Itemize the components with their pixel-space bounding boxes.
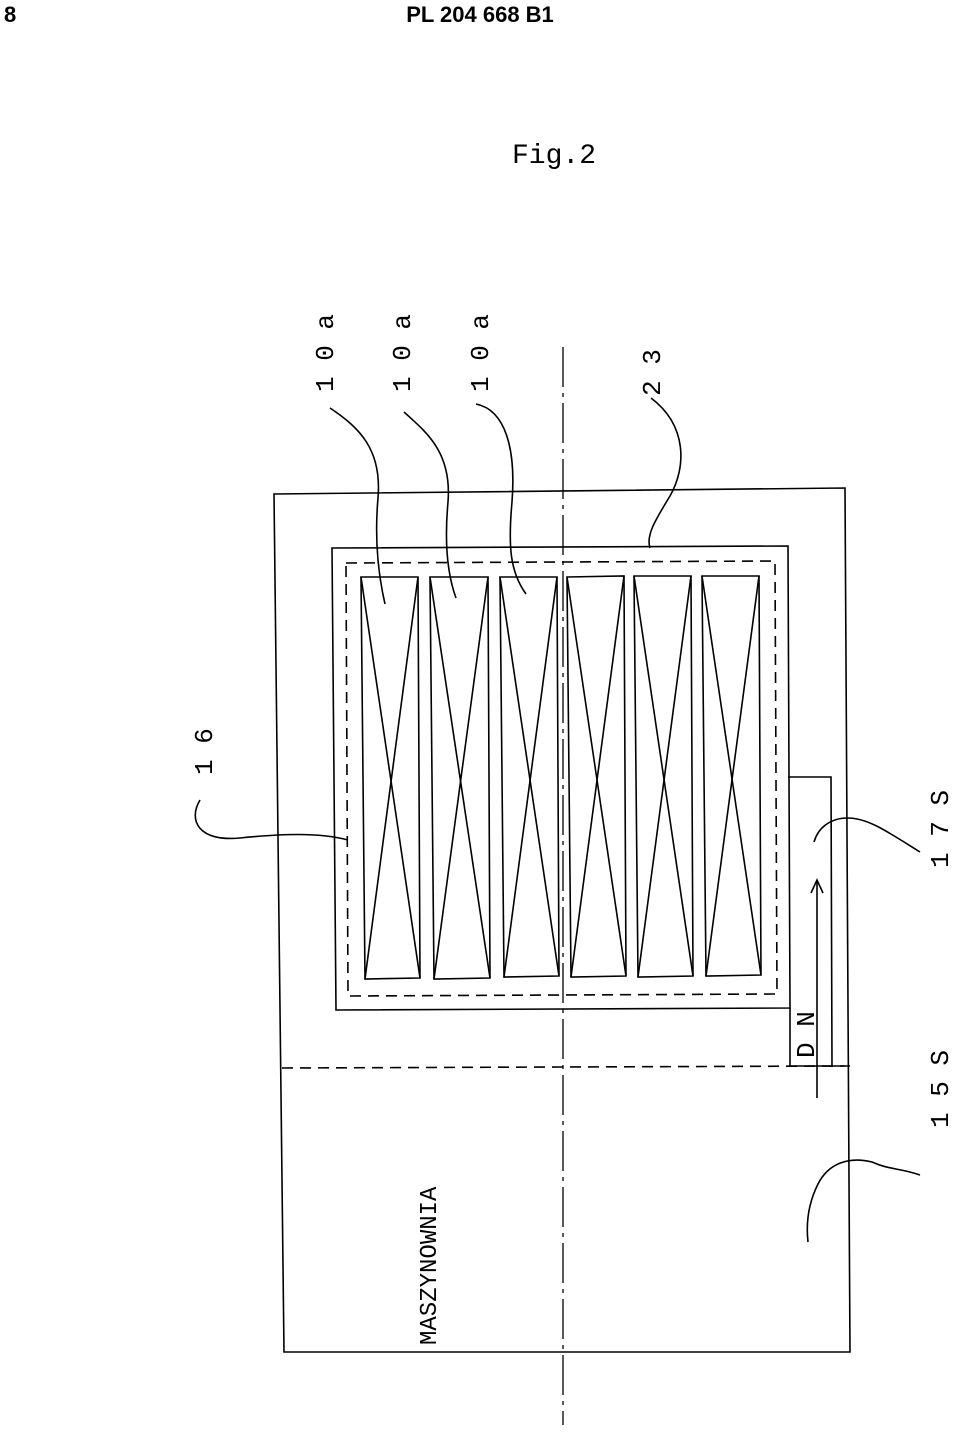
module-group (360, 575, 762, 980)
leader-module-1 (329, 407, 386, 605)
label-module-1: 1 0 a (311, 314, 341, 392)
machine-room-divider (281, 1065, 846, 1069)
document-id: PL 204 668 B1 (406, 2, 554, 27)
label-enclosure: 2 3 (638, 349, 668, 396)
module-2 (429, 576, 491, 980)
module-5 (633, 575, 694, 978)
leader-17s (813, 817, 921, 853)
enclosure-outer (331, 545, 791, 1011)
page-number: 8 (4, 2, 17, 27)
label-machine-room: MASZYNOWNIA (417, 1186, 444, 1345)
leader-23 (648, 397, 682, 549)
leader-16 (194, 799, 349, 841)
duct (788, 776, 833, 1068)
room-outline (273, 487, 851, 1353)
module-1 (360, 576, 421, 980)
figure-title: Fig.2 (512, 141, 596, 172)
leader-15s (806, 1159, 921, 1243)
label-17s: 1 7 S (926, 790, 956, 868)
module-4 (566, 575, 627, 978)
flow-arrow (810, 878, 824, 1098)
label-room: 1 6 (190, 728, 220, 775)
leader-module-2 (403, 411, 457, 599)
label-module-3: 1 0 a (466, 314, 496, 392)
module-6 (701, 575, 762, 977)
label-dn: D N (792, 1011, 822, 1058)
module-3 (499, 576, 560, 978)
label-module-2: 1 0 a (388, 314, 418, 392)
leader-module-3 (475, 403, 527, 595)
label-15s: 1 5 S (926, 1050, 956, 1128)
